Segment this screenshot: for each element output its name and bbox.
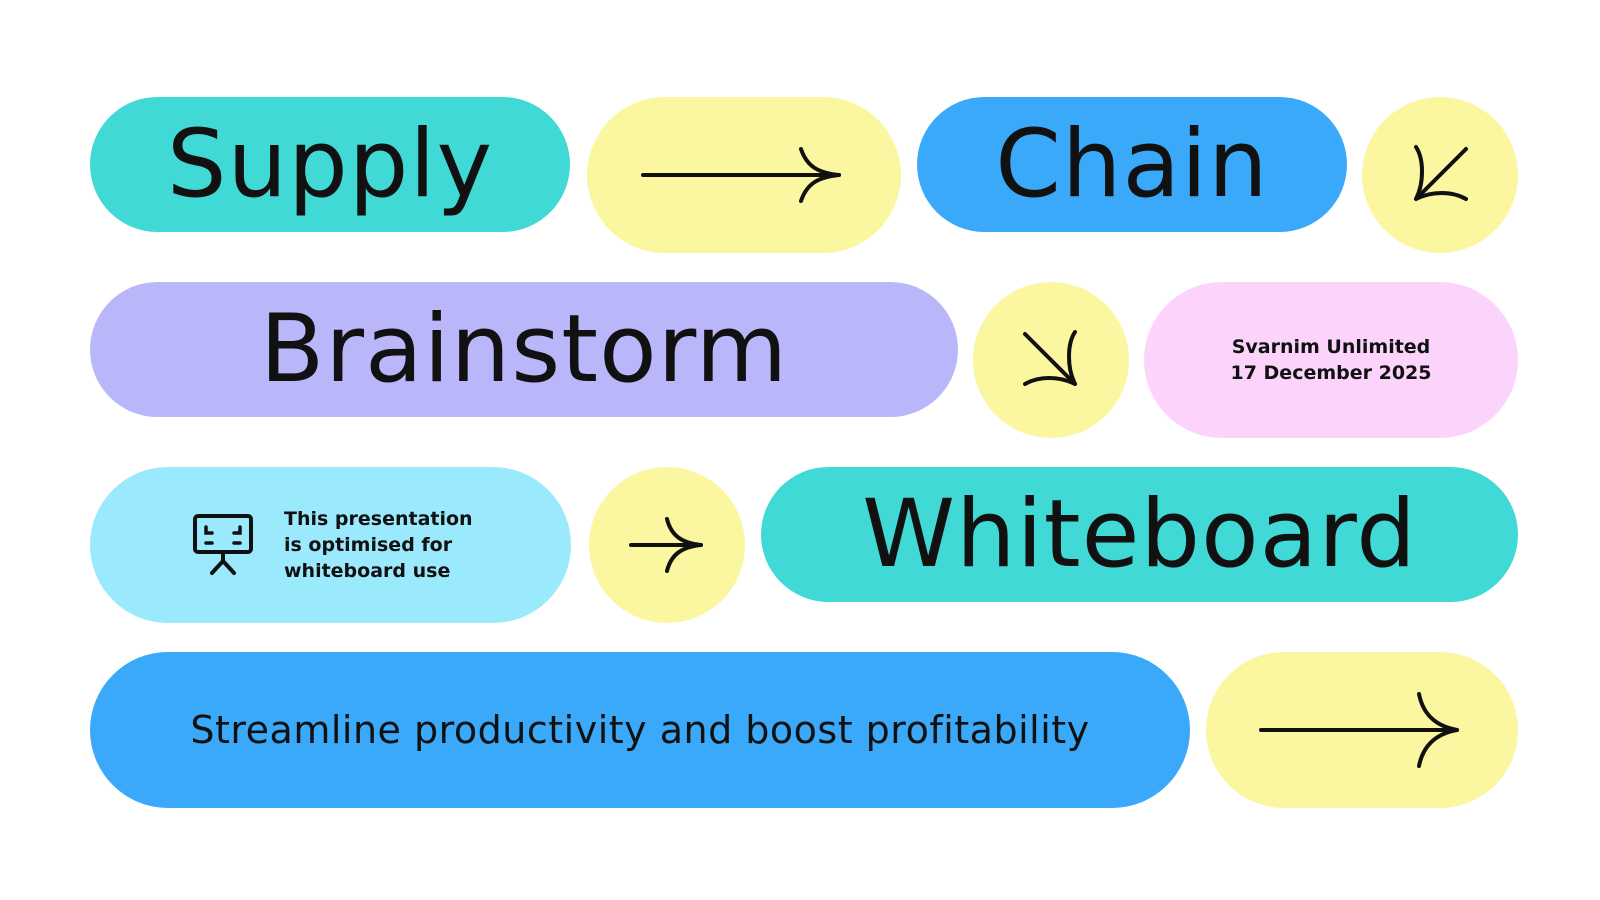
tagline-pill: Streamline productivity and boost profit… bbox=[90, 652, 1190, 808]
whiteboard-pill: Whiteboard bbox=[761, 467, 1518, 602]
arrow-right-icon bbox=[629, 517, 703, 573]
tagline-text: Streamline productivity and boost profit… bbox=[190, 708, 1090, 752]
chain-word: Chain bbox=[995, 109, 1269, 219]
presentation-date: 17 December 2025 bbox=[1230, 362, 1432, 384]
arrow-down-right-icon bbox=[1023, 330, 1077, 386]
whiteboard-easel-icon bbox=[193, 514, 253, 575]
arrow-right-pill-2 bbox=[589, 467, 745, 623]
arrow-down-left-icon bbox=[1414, 145, 1468, 201]
whiteboard-word: Whiteboard bbox=[862, 479, 1417, 589]
arrow-right-pill-1 bbox=[587, 97, 901, 253]
arrow-right-pill-3 bbox=[1206, 652, 1518, 808]
supply-pill: Supply bbox=[90, 97, 570, 232]
chain-pill: Chain bbox=[917, 97, 1347, 232]
brainstorm-word: Brainstorm bbox=[259, 294, 789, 404]
whiteboard-note-text: This presentation is optimised for white… bbox=[284, 506, 473, 584]
company-date-pill: Svarnim Unlimited 17 December 2025 bbox=[1144, 282, 1518, 438]
company-name: Svarnim Unlimited bbox=[1231, 336, 1431, 358]
arrow-down-right-pill bbox=[973, 282, 1129, 438]
brainstorm-pill: Brainstorm bbox=[90, 282, 958, 417]
supply-word: Supply bbox=[166, 109, 494, 219]
arrow-down-left-pill bbox=[1362, 97, 1518, 253]
note-line-3: whiteboard use bbox=[284, 560, 451, 582]
arrow-right-icon bbox=[641, 147, 841, 203]
note-line-2: is optimised for bbox=[284, 534, 453, 556]
note-line-1: This presentation bbox=[284, 508, 473, 530]
whiteboard-note-pill: This presentation is optimised for white… bbox=[90, 467, 571, 623]
arrow-right-icon bbox=[1259, 692, 1459, 768]
